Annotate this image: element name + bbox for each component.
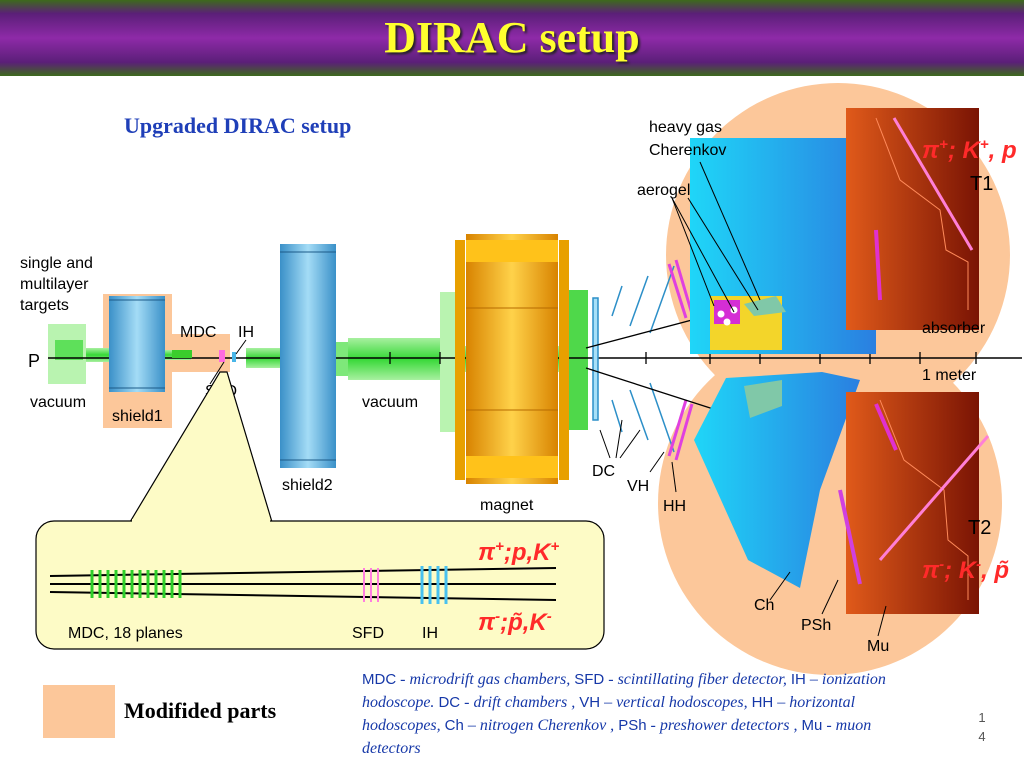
modified-parts-label: Modifided parts <box>124 698 277 723</box>
one-meter-label: 1 meter <box>922 367 977 384</box>
shield1 <box>109 296 165 392</box>
p-label: P <box>28 351 40 371</box>
ih-label: IH <box>238 324 254 341</box>
dc-label: DC <box>592 463 615 480</box>
footnote-entry: SFD - scintillating fiber detector, <box>574 671 791 688</box>
ch-label: Ch <box>754 597 774 614</box>
footnote-entry: DC - drift chambers , <box>438 694 580 711</box>
title-bar <box>0 0 1024 76</box>
inset-sfd-label: SFD <box>352 625 384 642</box>
psh-label: PSh <box>801 617 831 634</box>
drift-chambers <box>592 265 675 453</box>
aerogel-pointers <box>671 161 761 313</box>
lower-absorber <box>838 392 990 614</box>
targets-label-2: multilayer <box>20 276 89 293</box>
vacuum-mid-label: vacuum <box>362 394 418 411</box>
hh-label: HH <box>663 498 686 515</box>
hodoscopes <box>667 259 694 461</box>
inset-callout-cover <box>132 519 270 523</box>
abbreviation-footnote: MDC - microdrift gas chambers, SFD - sci… <box>362 668 902 760</box>
inset-tracks <box>49 567 557 601</box>
inset-ih-planes <box>420 566 448 604</box>
shield2-label: shield2 <box>282 477 333 494</box>
inset-sfd-planes <box>363 568 379 602</box>
heavy-gas-label-1: heavy gas <box>649 119 722 136</box>
absorber-label: absorber <box>922 320 986 337</box>
shield2 <box>280 244 336 468</box>
heavy-gas-label-2: Cherenkov <box>649 142 726 159</box>
dirac-setup-diagram: single and multilayer targets P vacuum s… <box>20 83 1022 675</box>
mu-label: Mu <box>867 638 889 655</box>
heavy-gas-cherenkov <box>690 138 876 354</box>
slide-title: DIRAC setup <box>384 13 640 62</box>
inset-mdc-label: MDC, 18 planes <box>68 625 183 642</box>
page-number-line-2: 4 <box>978 729 986 744</box>
footnote-entry: Ch – nitrogen Cherenkov , <box>444 717 619 734</box>
mdc-label: MDC <box>180 324 216 341</box>
page-number: 1 4 <box>974 708 990 746</box>
mdc-detector <box>172 350 192 358</box>
inset-particles-bottom: π-;p̃,K- <box>478 608 552 636</box>
ih-detector <box>232 352 236 362</box>
magnet-label: magnet <box>480 497 534 514</box>
particles-bottom-right: π-; K-, p̃ <box>922 556 1009 584</box>
vh-label: VH <box>627 478 649 495</box>
nitrogen-cherenkov <box>694 372 860 588</box>
footnote-entry: Mu - muon detectors <box>362 717 872 757</box>
label-leaders <box>209 339 887 637</box>
vacuum-left-label: vacuum <box>30 394 86 411</box>
aerogel-label: aerogel <box>637 182 690 199</box>
magnet <box>455 234 569 484</box>
inset-mdc-planes <box>90 570 182 598</box>
footnote-entry: PSh - preshower detectors , <box>618 717 802 734</box>
particles-top-right: π+; K+, p <box>922 136 1017 164</box>
footnote-entry: VH – vertical hodoscopes, <box>579 694 752 711</box>
footnote-entry: HH – horizontal hodoscopes, <box>362 694 856 734</box>
targets-label-1: single and <box>20 255 93 272</box>
page-number-line-1: 1 <box>978 710 986 725</box>
upper-absorber <box>846 108 979 330</box>
shield1-label: shield1 <box>112 408 163 425</box>
sfd-detector <box>219 350 225 362</box>
inset-particles-top: π+;p,K+ <box>478 538 560 566</box>
footnote-entry: IH – ionization hodoscope. <box>362 671 886 711</box>
inset-ih-label: IH <box>422 625 438 642</box>
t1-label: T1 <box>970 173 993 195</box>
t2-label: T2 <box>968 517 991 539</box>
targets-label-3: targets <box>20 297 69 314</box>
modified-parts-swatch <box>43 685 115 738</box>
diagram-subtitle: Upgraded DIRAC setup <box>124 113 352 138</box>
footnote-entry: MDC - microdrift gas chambers, <box>362 671 575 688</box>
